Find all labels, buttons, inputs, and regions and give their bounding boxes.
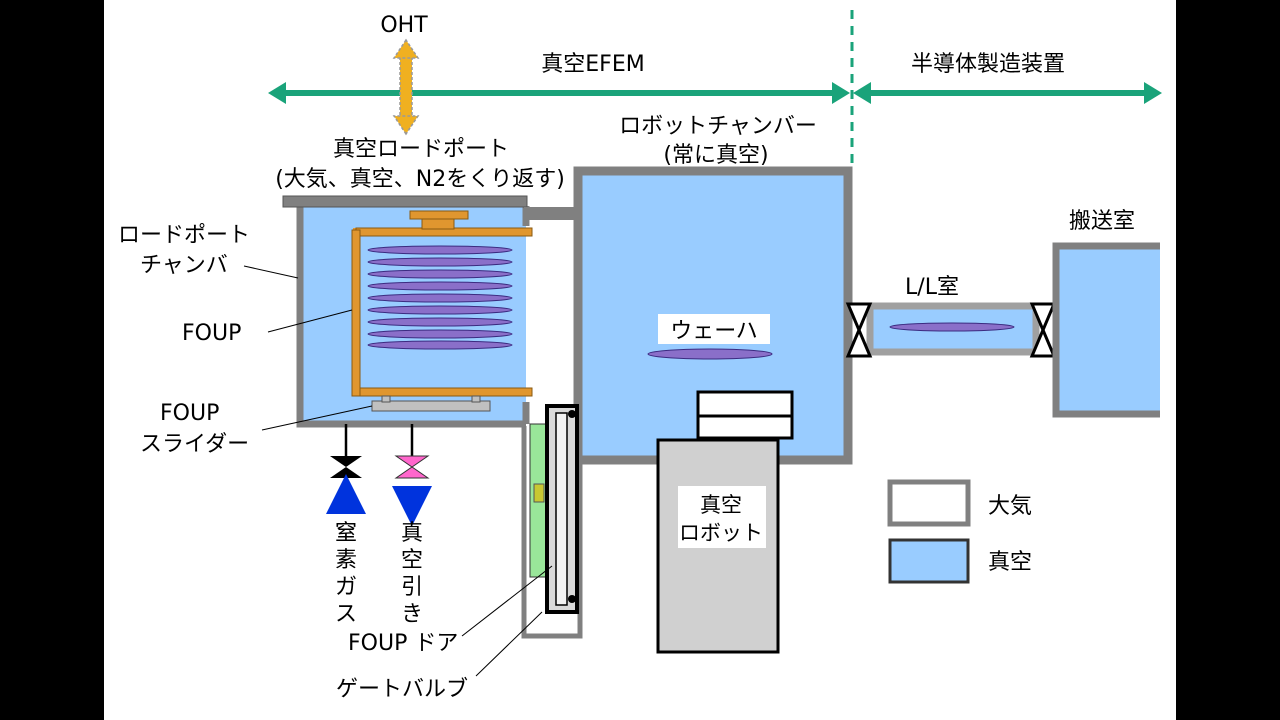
foup-leader [267,309,353,333]
nitrogen-gas-text: 窒素ガス [335,521,357,627]
vacuum-load-port-label: 真空ロードポート [333,137,509,162]
foup-door-label: FOUP ドア [348,631,458,656]
foup-wafers [367,245,513,350]
foup-door-leader [461,565,553,637]
wafer-label: ウェーハ [670,319,758,344]
vacuum-pump-valve [394,424,430,479]
load-port-chamber-label-line2: チャンバ [140,253,228,278]
gate-valve-label: ゲートバルブ [336,677,468,702]
robot-chamber-label: ロボットチャンバー [619,114,817,139]
vacuum-robot-label-line1: 真空 [700,493,742,517]
load-port-chamber-label-line1: ロードポート [118,223,250,248]
oht-arrow [392,38,420,136]
foup-slider-label-line1: FOUP [160,401,219,426]
gate-valve-assembly [521,408,583,639]
transfer-room [1052,242,1160,418]
load-lock-label: L/L室 [905,275,959,300]
transfer-room-label: 搬送室 [1069,209,1135,234]
vacuum-efem-span-arrow [268,82,850,104]
vacuum-pumping-text: 真空引き [401,521,423,627]
oht-label: OHT [380,13,428,38]
vacuum-efem-label: 真空EFEM [541,52,644,77]
legend-vacuum-label: 真空 [988,550,1032,575]
semiconductor-equipment-label: 半導体製造装置 [911,52,1065,77]
vacuum-robot [656,390,794,654]
equipment-span-arrow [853,82,1162,104]
vacuum-robot-label-line2: ロボット [679,521,763,545]
legend-atmosphere-label: 大気 [988,494,1032,519]
wafer-label-box [658,314,770,344]
foup [351,210,533,397]
foup-slider-label-line2: スライダー [140,432,249,457]
vacuum-load-port-note: (大気、真空、N2をくり返す) [275,167,565,192]
legend-vacuum-swatch [888,538,970,584]
foup-door [545,404,579,614]
chamber-connector [524,207,584,220]
legend: 大気 真空 [887,479,1032,584]
load-lock-valve-left [845,302,873,358]
gate-valve-leader [475,611,543,677]
load-lock-valve-right [1029,302,1057,358]
wafer-in-chamber [647,348,773,360]
foup-label: FOUP [182,321,241,346]
load-port-chamber-leader [243,265,299,279]
legend-atmosphere-swatch [887,479,971,527]
nitrogen-gas-label: 窒素ガス [335,521,357,627]
vacuum-pumping-label: 真空引き [401,521,423,627]
load-lock-chamber [866,302,1040,356]
foup-slider-leader [261,405,373,431]
robot-chamber-note: (常に真空) [663,143,768,168]
